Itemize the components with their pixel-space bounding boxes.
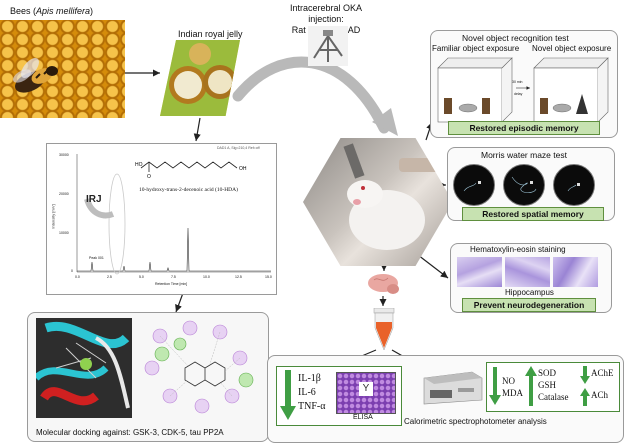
- spectro-down-marker: NO: [502, 376, 515, 386]
- spectro-enzyme-down: AChE: [591, 368, 614, 378]
- chromatogram-x-tick: 5.0: [139, 275, 144, 279]
- nor-familiar-label: Familiar object exposure: [432, 44, 520, 53]
- docking-protein-image: [33, 318, 132, 418]
- he-image-2: [505, 257, 550, 287]
- chromatogram-y-tick: 10000: [59, 231, 69, 235]
- chromatogram-y-tick: 20000: [59, 192, 69, 196]
- he-image-3: [553, 257, 598, 287]
- chromatogram-panel: DAD1 A, Sig=210,4 Ref=off Intensity [mV]…: [46, 143, 277, 295]
- elisa-marker: TNF-α: [298, 401, 326, 412]
- mwm-title: Morris water maze test: [481, 150, 567, 160]
- bees-label: Bees (Apis mellifera): [10, 6, 94, 16]
- chromatogram-x-tick: 0.0: [75, 275, 80, 279]
- arrow-jelly-to-rat: [232, 56, 390, 134]
- arrow-chromatogram-to-docking: [175, 292, 184, 313]
- spectro-caption: Calorimetric spectrophotometer analysis: [404, 417, 547, 426]
- spectro-results-panel: [486, 362, 620, 412]
- svg-text:OH: OH: [239, 166, 247, 172]
- mwm-result-label: Restored spatial memory: [462, 207, 604, 221]
- antioxidant-up-arrow-icon: [525, 366, 537, 406]
- nor-delay-top: 30 min: [512, 80, 523, 84]
- ache-down-arrow-icon: [580, 366, 590, 384]
- brain-icon: [366, 272, 402, 296]
- chromatogram-x-tick: 2.5: [107, 275, 112, 279]
- elisa-marker: IL-6: [298, 387, 316, 398]
- chromatogram-x-tick: 12.5: [235, 275, 242, 279]
- he-image-1: [457, 257, 502, 287]
- docking-caption: Molecular docking against: GSK-3, CDK-5,…: [36, 428, 224, 437]
- chromatogram-x-label: Retention Time [min]: [155, 282, 188, 286]
- mwm-pool-2: [503, 164, 545, 206]
- spectro-up-marker: Catalase: [538, 392, 569, 402]
- svg-text:O: O: [147, 174, 151, 178]
- docking-interaction-diagram: [140, 318, 258, 418]
- svg-text:HO: HO: [135, 162, 143, 168]
- irj-label: IRJ: [86, 194, 102, 205]
- hda-name: 10-hydroxy-trans-2-decenoic acid (10-HDA…: [139, 187, 238, 193]
- sample-tube-icon: [372, 307, 396, 352]
- chromatogram-plot: [76, 154, 271, 275]
- chromatogram-peak-label: Peak 001: [89, 256, 104, 260]
- nor-title: Novel object recognition test: [462, 33, 569, 43]
- chromatogram-header: DAD1 A, Sig=210,4 Ref=off: [217, 146, 260, 150]
- chromatogram-x-tick: 10.0: [203, 275, 210, 279]
- chromatogram-x-tick: 7.5: [171, 275, 176, 279]
- nor-novel-label: Novel object exposure: [532, 44, 612, 53]
- spectro-up-marker: GSH: [538, 380, 557, 390]
- arrow-jelly-to-chromatogram: [193, 117, 201, 142]
- he-title: Hematoxylin-eosin staining: [470, 245, 566, 254]
- elisa-marker: IL-1β: [298, 373, 321, 384]
- stereotaxic-apparatus-image: [308, 26, 348, 66]
- bee-icon: [12, 58, 58, 93]
- royal-jelly-label: Indian royal jelly: [178, 29, 243, 39]
- cytokine-down-arrow-icon: [280, 370, 296, 420]
- nor-delay-bottom: delay: [514, 92, 523, 96]
- ach-up-arrow-icon: [580, 388, 590, 406]
- spectro-enzyme-up: ACh: [591, 390, 609, 400]
- chromatogram-y-tick: 30000: [59, 153, 69, 157]
- spectrophotometer-image: [420, 364, 484, 406]
- mwm-pool-3: [553, 164, 595, 206]
- spectro-up-marker: SOD: [538, 368, 557, 378]
- spectro-down-marker: MDA: [502, 388, 524, 398]
- antibody-icon: Y: [359, 382, 373, 396]
- elisa-plate-image: Y: [336, 372, 396, 414]
- elisa-label: ELISA: [353, 414, 373, 421]
- he-result-label: Prevent neurodegeneration: [462, 298, 596, 312]
- chromatogram-x-tick: 15.0: [265, 275, 272, 279]
- he-region-label: Hippocampus: [505, 288, 554, 297]
- oxidative-down-arrow-icon: [489, 367, 501, 405]
- chromatogram-y-tick: 0: [71, 269, 73, 273]
- nor-result-label: Restored episodic memory: [448, 121, 600, 135]
- honeycomb-image: [0, 20, 125, 118]
- mwm-pool-1: [453, 164, 495, 206]
- hda-structure-diagram: HO O OH: [135, 161, 247, 178]
- nor-arena-diagram: [437, 57, 609, 123]
